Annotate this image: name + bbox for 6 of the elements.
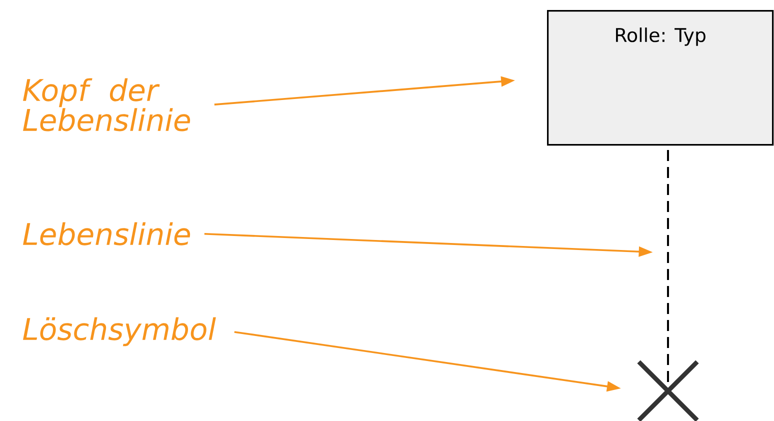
lifeline-head-box: Rolle: Typ bbox=[547, 10, 774, 146]
lifeline bbox=[667, 150, 669, 384]
callout-label: Lebenslinie bbox=[23, 222, 190, 246]
deletion-cross bbox=[636, 360, 700, 421]
callout-label: Kopf der Lebenslinie bbox=[23, 78, 190, 132]
callout-label: Löschsymbol bbox=[23, 317, 216, 346]
